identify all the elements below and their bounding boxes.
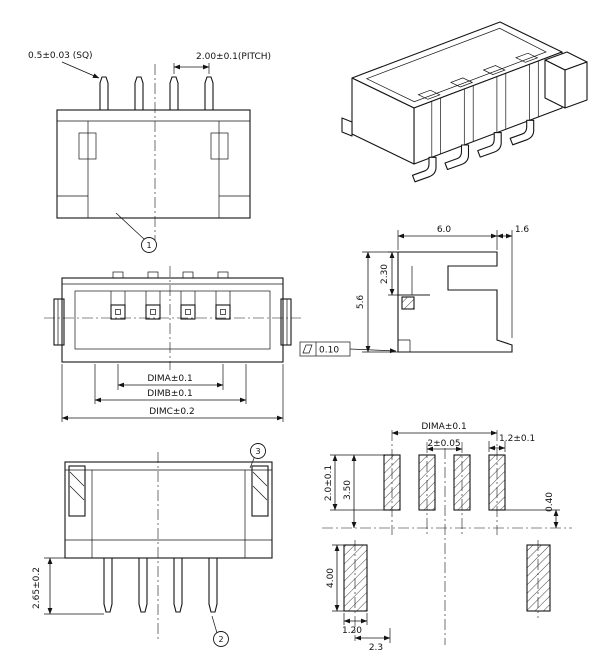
side-dim-body-width: 6.0 [397, 225, 498, 250]
side-flatness-frame: 0.10 [299, 341, 397, 357]
footprint-dim-side-pad-height-label: 4.00 [326, 568, 336, 588]
footprint-dim-pad-width-label: 1.2±0.1 [499, 434, 535, 444]
front-view-dim-pin-square: 0.5±0.03 (SQ) [28, 51, 100, 79]
footprint-dim-side-pad-pos-label: 2.3 [369, 643, 383, 653]
flatness-value-label: 0.10 [319, 346, 339, 356]
dim-pitch-label: 2.00±0.1(PITCH) [196, 52, 271, 62]
footprint-dim-side-pad-width: 1.20 [342, 613, 368, 636]
footprint-dim-side-pad-width-label: 1.20 [342, 626, 362, 636]
callout-2-circle [213, 631, 229, 647]
mating-outline [61, 277, 284, 363]
flatness-symbol-icon [302, 344, 313, 354]
callout-1-circle [141, 237, 157, 253]
callout-3: 3 [249, 443, 266, 469]
iso-top-rim [365, 27, 547, 103]
footprint-dim-side-pad-height: 4.00 [326, 544, 344, 612]
dim-total-height-label: 5.6 [356, 295, 366, 310]
side-profile [397, 251, 513, 353]
dim-pin-square-label: 0.5±0.03 (SQ) [28, 51, 93, 61]
bottom-hold-down-clips [68, 465, 269, 517]
mating-contacts [110, 291, 231, 320]
dim-c-label: DIMC±0.2 [149, 407, 195, 417]
dim-b-label: DIMB±0.1 [147, 389, 192, 399]
footprint-dim-a-label: DIMA±0.1 [421, 422, 466, 432]
footprint-dim-pad-extent: 3.50 [330, 454, 384, 529]
iso-end-block [544, 51, 588, 109]
bottom-view-pins [103, 558, 218, 613]
iso-top-slots [417, 52, 539, 100]
front-view-dim-pitch: 2.00±0.1(PITCH) [173, 52, 271, 74]
dim-upper-height-label: 2.30 [380, 264, 390, 284]
side-view: 6.0 1.6 2.30 5.6 0.10 [299, 225, 530, 357]
dim-a-label: DIMA±0.1 [147, 374, 192, 384]
footprint-dim-pitch-label: 2±0.05 [427, 439, 460, 449]
footprint-signal-pads [383, 454, 506, 511]
footprint-dim-pad-height-label: 2.0±0.1 [324, 465, 334, 501]
footprint-anchor-pads [343, 544, 551, 612]
side-dim-tail: 1.6 [496, 225, 530, 338]
side-dim-upper-height: 2.30 [380, 251, 430, 296]
mating-dim-c: DIMC±0.2 [61, 364, 284, 422]
side-clip-section [401, 296, 415, 310]
callout-2-number: 2 [218, 635, 223, 644]
footprint-dim-side-pad-pos: 2.3 [354, 628, 391, 653]
footprint-dim-pad-width: 1.2±0.1 [488, 434, 535, 452]
front-view-pins [99, 76, 214, 110]
dim-tail-label: 1.6 [515, 225, 530, 235]
footprint-dim-offset-label: 0.40 [545, 492, 555, 512]
dim-body-width-label: 6.0 [437, 225, 452, 235]
iso-left-face [351, 77, 415, 165]
mating-polarize-bumps [112, 271, 229, 279]
footprint-dim-pad-extent-label: 3.50 [343, 480, 353, 500]
mating-dim-a: DIMA±0.1 [117, 364, 224, 390]
callout-1: 1 [115, 212, 157, 253]
isometric-view [341, 21, 588, 183]
footprint-dim-a: DIMA±0.1 [391, 422, 498, 436]
dim-pin-length-label: 2.65±0.2 [32, 567, 42, 609]
mating-side-latches [53, 298, 292, 346]
front-view-housing [56, 109, 251, 219]
front-view: 0.5±0.03 (SQ) 2.00±0.1(PITCH) 1 [28, 51, 271, 253]
callout-1-number: 1 [146, 241, 151, 250]
footprint-dim-pad-height: 2.0±0.1 [324, 454, 384, 511]
footprint-anchor-centerlines [354, 540, 539, 641]
bottom-view: 2.65±0.2 2 3 [32, 443, 273, 647]
callout-3-circle [250, 443, 266, 459]
mating-cavity [74, 290, 271, 350]
bottom-dim-pin-length: 2.65±0.2 [32, 557, 104, 615]
mating-face-view: DIMA±0.1 DIMB±0.1 DIMC±0.2 [44, 266, 301, 422]
footprint-pad-centerlines [391, 430, 498, 535]
mating-dim-b: DIMB±0.1 [94, 364, 247, 404]
bottom-outline [64, 461, 273, 559]
callout-3-number: 3 [255, 447, 260, 456]
callout-2: 2 [211, 615, 229, 647]
iso-side-foot [341, 117, 353, 137]
footprint-dim-offset: 0.40 [505, 492, 560, 529]
footprint-dim-pitch: 2±0.05 [426, 439, 463, 452]
iso-pin-channels [431, 61, 539, 158]
pcb-footprint-view: DIMA±0.1 2±0.05 1.2±0.1 3.50 2.0±0.1 0.4… [322, 422, 572, 653]
